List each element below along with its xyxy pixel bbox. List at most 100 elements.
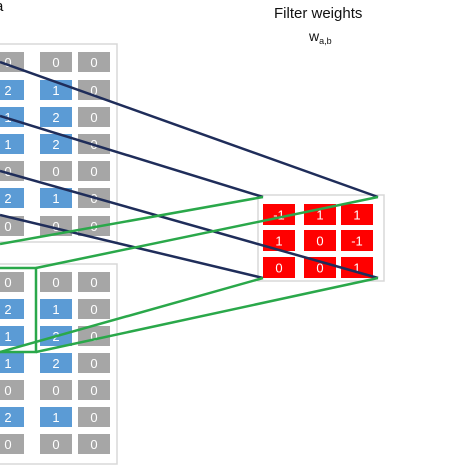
filter-cell xyxy=(341,257,373,278)
top-input-cell xyxy=(0,188,24,208)
bottom-input-cell-value: 1 xyxy=(4,329,11,344)
weight-symbol-label: wa,b xyxy=(309,28,332,46)
filter-cell-value: -1 xyxy=(351,234,363,249)
top-input-cell xyxy=(0,80,24,100)
bottom-input-cell xyxy=(40,353,72,373)
bottom-input-cell xyxy=(78,272,110,292)
bottom-input-cell xyxy=(40,434,72,454)
bottom-input-cell-value: 0 xyxy=(90,275,97,290)
filter-cell xyxy=(263,230,295,251)
bottom-input-cell xyxy=(78,380,110,400)
navy-connector-line xyxy=(0,114,264,199)
bottom-input-cell-value: 0 xyxy=(90,410,97,425)
filter-cell-value: 1 xyxy=(353,261,360,276)
bottom-input-cell-value: 0 xyxy=(4,383,11,398)
top-input-cell xyxy=(0,216,24,236)
bottom-input-cell xyxy=(40,272,72,292)
top-input-cell-value: 0 xyxy=(90,110,97,125)
top-input-cell-value: 0 xyxy=(52,219,59,234)
clipped-title-fragment: a xyxy=(0,0,4,14)
green-connector-line xyxy=(0,276,264,354)
filter-cell xyxy=(304,204,336,225)
top-input-cell-value: 1 xyxy=(4,137,11,152)
bottom-input-cell-value: 0 xyxy=(90,383,97,398)
bottom-input-cell xyxy=(0,434,24,454)
bottom-input-cell-value: 1 xyxy=(52,302,59,317)
top-input-cell xyxy=(78,52,110,72)
bottom-input-cell xyxy=(40,407,72,427)
top-input-cell-value: 0 xyxy=(52,55,59,70)
filter-cell-value: 0 xyxy=(275,261,282,276)
bottom-input-cell xyxy=(0,407,24,427)
filter-cell-value: 1 xyxy=(353,208,360,223)
receptive-field-highlight xyxy=(0,266,38,354)
filter-cell-value: 0 xyxy=(316,234,323,249)
filter-cell-value: 0 xyxy=(316,261,323,276)
filter-cell xyxy=(304,257,336,278)
top-input-cell xyxy=(40,188,72,208)
top-input-cell-value: 1 xyxy=(52,191,59,206)
top-input-cell-value: 2 xyxy=(52,137,59,152)
top-input-cell-value: 0 xyxy=(90,164,97,179)
bottom-input-cell-value: 0 xyxy=(90,302,97,317)
weight-subscript: a,b xyxy=(319,36,332,46)
top-input-cell-value: 2 xyxy=(4,191,11,206)
top-input-cell-value: 0 xyxy=(4,164,11,179)
filter-cell xyxy=(341,230,373,251)
bottom-input-cell-value: 0 xyxy=(52,383,59,398)
top-input-cell xyxy=(78,107,110,127)
bottom-input-cell xyxy=(0,299,24,319)
bottom-input-cell xyxy=(78,353,110,373)
bottom-input-cell-value: 0 xyxy=(52,437,59,452)
bottom-input-cell-value: 0 xyxy=(4,275,11,290)
receptive-field-box xyxy=(0,266,38,354)
bottom-input-cell-value: 0 xyxy=(4,437,11,452)
filter-cell xyxy=(304,230,336,251)
bottom-input-cell-value: 1 xyxy=(52,410,59,425)
top-input-cell xyxy=(0,52,24,72)
bottom-input-cell xyxy=(40,299,72,319)
top-input-cell xyxy=(40,134,72,154)
top-input-cell-value: 0 xyxy=(4,219,11,234)
bottom-input-cell-value: 0 xyxy=(90,356,97,371)
top-input-cell xyxy=(40,52,72,72)
top-input-cell xyxy=(78,161,110,181)
bottom-input-cell-value: 0 xyxy=(52,275,59,290)
bottom-input-cell xyxy=(0,326,24,346)
navy-connector-line xyxy=(0,60,379,199)
bottom-input-cell-value: 0 xyxy=(90,329,97,344)
bottom-input-cell-value: 2 xyxy=(4,410,11,425)
top-input-cell-value: 2 xyxy=(4,83,11,98)
filter-weights-title: Filter weights xyxy=(274,5,363,22)
bottom-input-cell xyxy=(0,380,24,400)
filter-cell xyxy=(341,204,373,225)
bottom-input-cell-value: 0 xyxy=(90,437,97,452)
filter-cell-value: -1 xyxy=(273,208,285,223)
top-input-cell-value: 0 xyxy=(52,164,59,179)
top-input-cell-value: 0 xyxy=(4,55,11,70)
top-input-cell xyxy=(78,80,110,100)
green-connector-line xyxy=(35,195,379,270)
bottom-input-cell xyxy=(78,434,110,454)
top-input-cell-value: 2 xyxy=(52,110,59,125)
bottom-input-cell-value: 2 xyxy=(52,356,59,371)
navy-connector-line xyxy=(0,213,264,280)
top-input-cell xyxy=(40,161,72,181)
top-input-cell xyxy=(0,134,24,154)
connector-lines xyxy=(0,60,379,354)
green-connector-line xyxy=(35,276,379,354)
navy-connector-line xyxy=(0,169,379,280)
bottom-input-cell xyxy=(78,407,110,427)
filter-cell-value: 1 xyxy=(275,234,282,249)
filter-cell xyxy=(263,257,295,278)
bottom-input-cell-value: 1 xyxy=(4,356,11,371)
top-input-cell-value: 0 xyxy=(90,83,97,98)
bottom-input-cell xyxy=(78,299,110,319)
bottom-input-cell-value: 2 xyxy=(4,302,11,317)
filter-cell-value: 1 xyxy=(316,208,323,223)
bottom-input-cell xyxy=(0,272,24,292)
bottom-input-cell xyxy=(40,380,72,400)
top-input-cell xyxy=(40,107,72,127)
top-input-cell-value: 1 xyxy=(52,83,59,98)
